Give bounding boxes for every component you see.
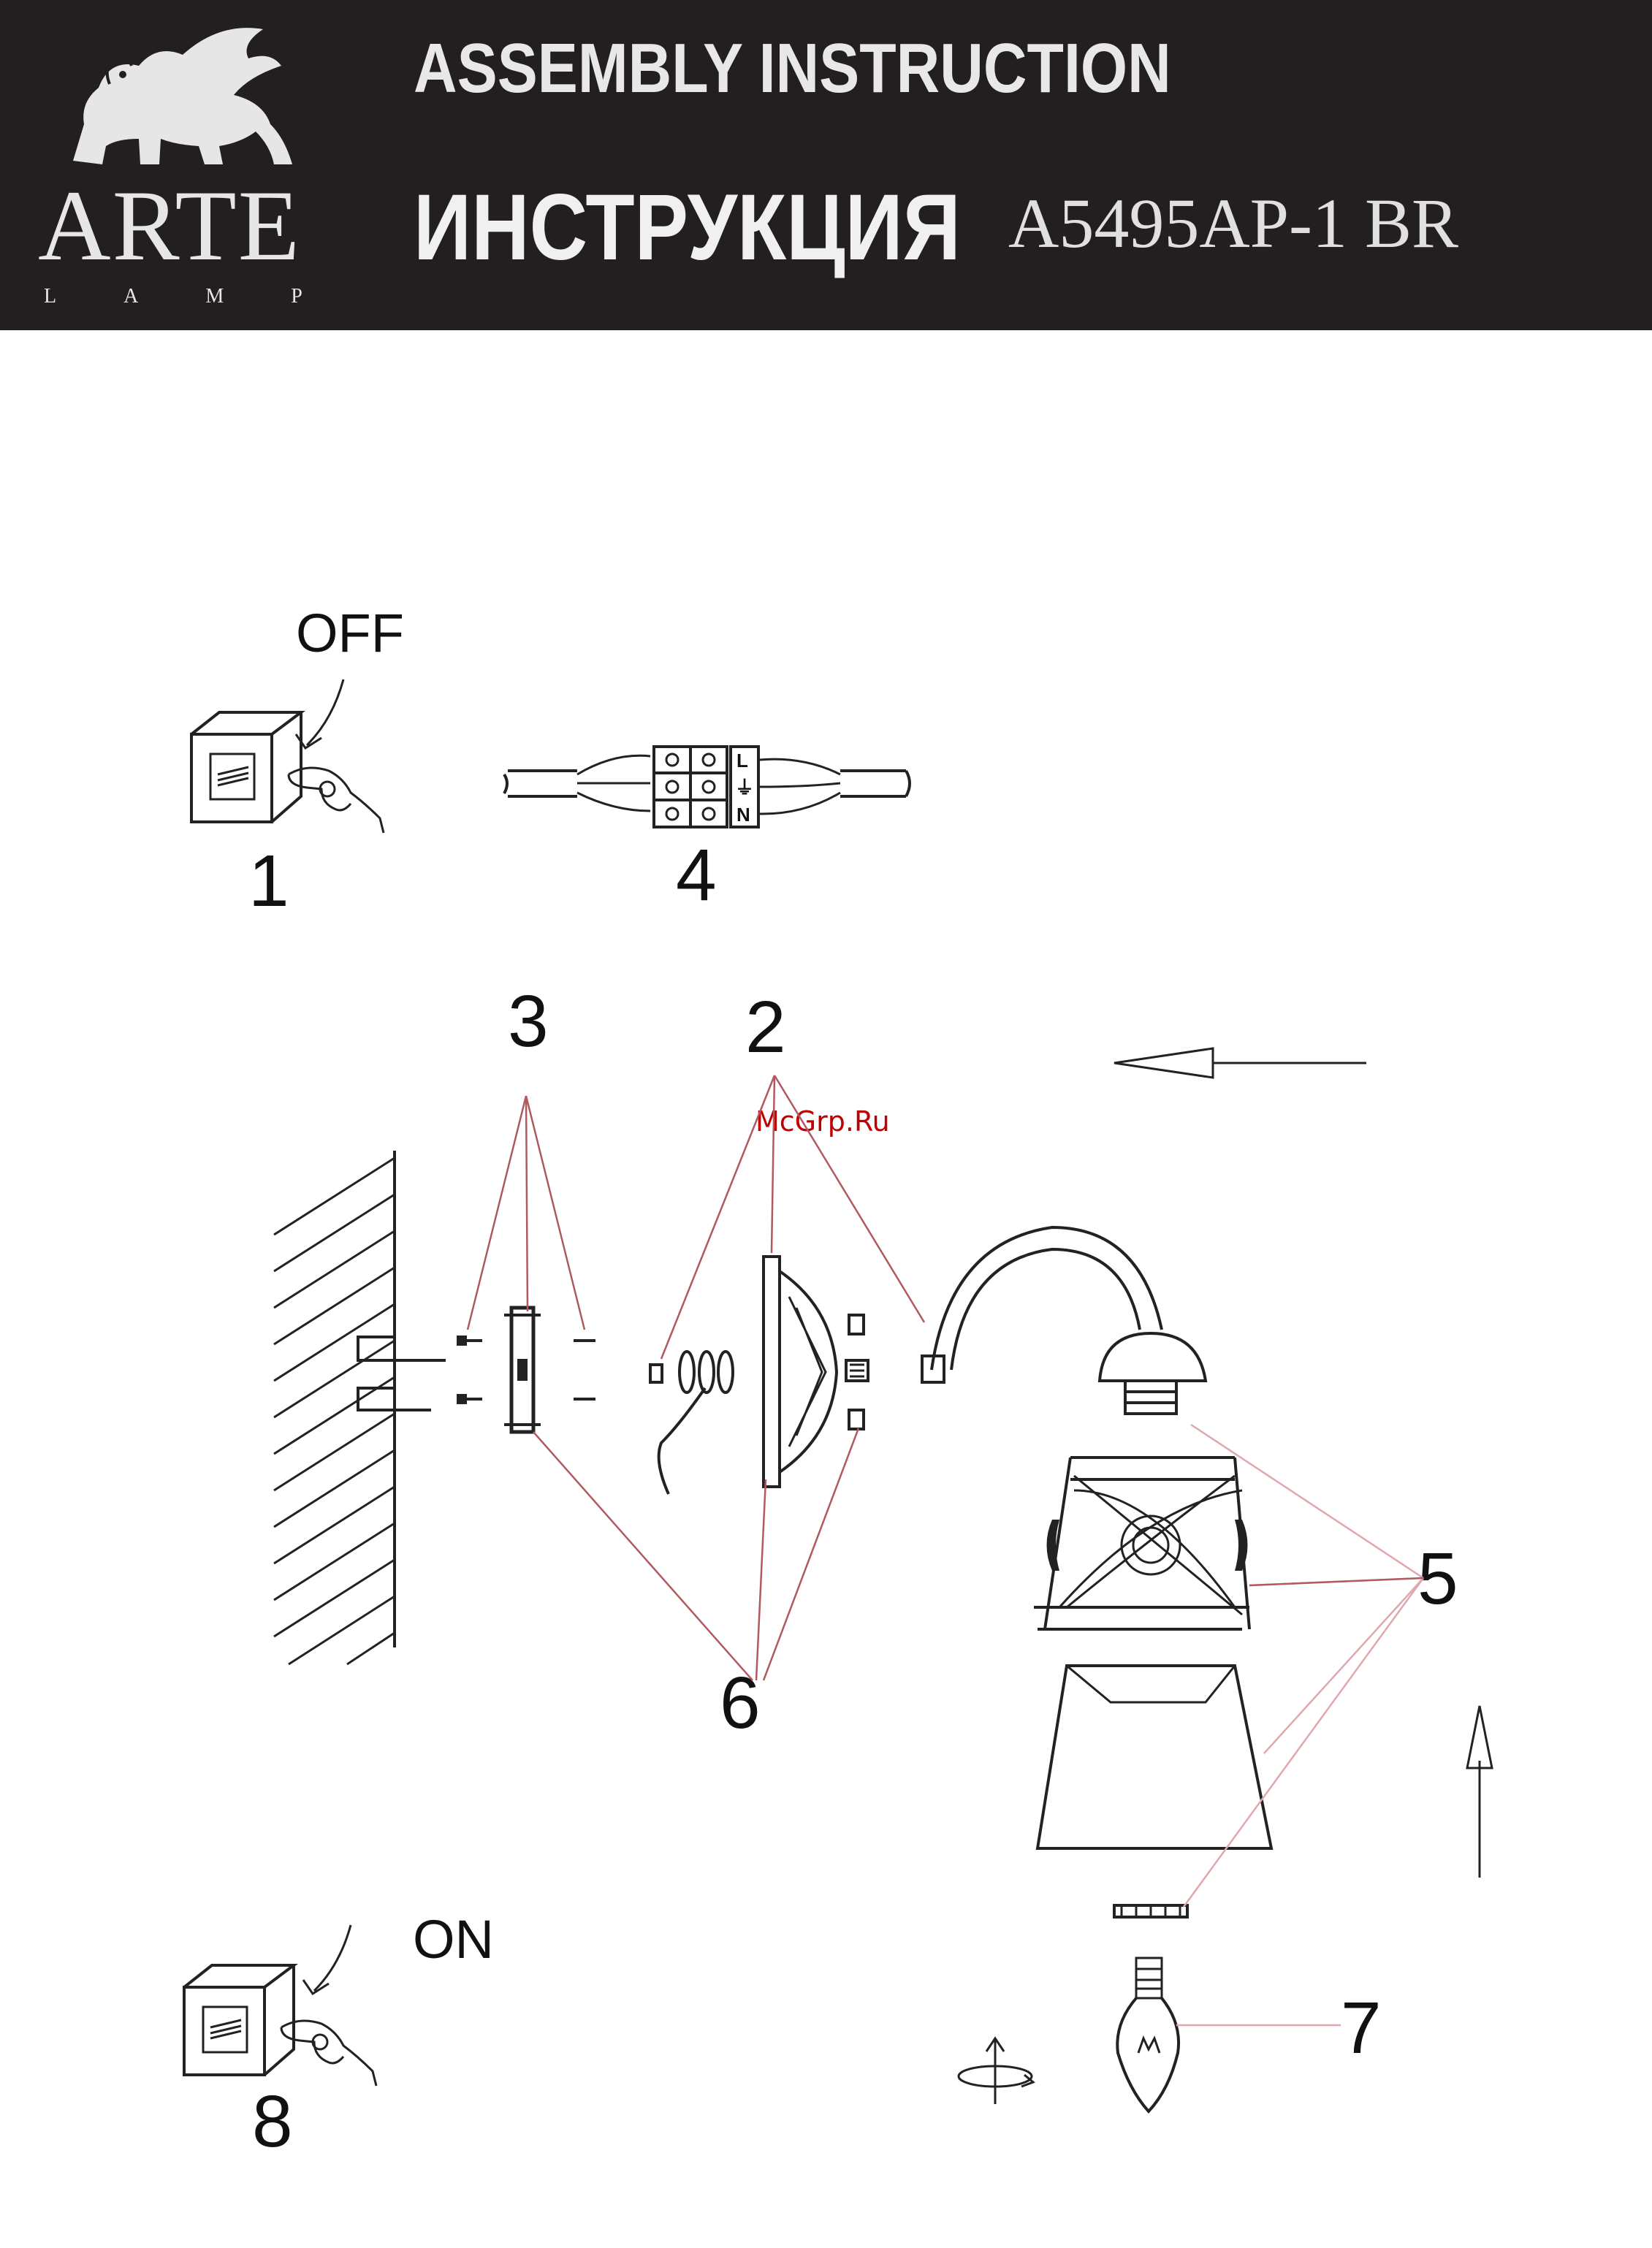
mounting-bracket bbox=[457, 1308, 595, 1432]
brand-wordmark: ARTE bbox=[38, 175, 301, 276]
decorative-frame bbox=[1034, 1458, 1249, 1629]
curved-arrow-icon bbox=[296, 679, 343, 748]
step-3-number: 3 bbox=[508, 980, 549, 1062]
winged-lion-logo bbox=[29, 15, 314, 175]
hand-icon bbox=[281, 2021, 376, 2086]
shade-ring bbox=[1114, 1905, 1187, 1917]
fixing-knobs bbox=[846, 1315, 868, 1429]
brand-subtitle: LAMP bbox=[44, 286, 370, 307]
arrow-left-icon bbox=[1114, 1048, 1366, 1078]
terminal-label-ground: ⏚ bbox=[735, 777, 754, 799]
title-english: ASSEMBLY INSTRUCTION bbox=[414, 34, 1171, 104]
assembly-diagram: OFF 1 L ⏚ N 4 3 2 McGrp.Ru bbox=[0, 330, 1652, 2248]
terminal-label-n: N bbox=[736, 804, 750, 826]
step-1-number: 1 bbox=[248, 840, 289, 922]
step-8-number: 8 bbox=[252, 2081, 293, 2163]
hand-icon bbox=[289, 768, 384, 833]
leader-lines bbox=[468, 1075, 1423, 2025]
header-bar: ARTE LAMP ASSEMBLY INSTRUCTION ИНСТРУКЦИ… bbox=[0, 0, 1652, 330]
watermark-text: McGrp.Ru bbox=[755, 1105, 890, 1138]
title-russian: ИНСТРУКЦИЯ bbox=[414, 181, 961, 275]
lamp-arm bbox=[932, 1227, 1162, 1370]
arrow-up-icon bbox=[1467, 1706, 1492, 1878]
on-label: ON bbox=[413, 1909, 494, 1970]
wall-hatching bbox=[274, 1151, 446, 1664]
curved-arrow-icon bbox=[303, 1925, 351, 1994]
candle-bulb-icon bbox=[1117, 1958, 1179, 2111]
lamp-holder-cup bbox=[1100, 1333, 1206, 1414]
step-2-number: 2 bbox=[745, 986, 786, 1068]
switch-off-figure: OFF 1 bbox=[191, 603, 404, 922]
step-6-number: 6 bbox=[720, 1662, 761, 1744]
switch-on-figure: ON 8 bbox=[184, 1909, 494, 2163]
model-number: A5495AP-1 BR bbox=[1008, 188, 1458, 259]
off-label: OFF bbox=[296, 603, 404, 663]
rotate-icon bbox=[959, 2038, 1033, 2104]
wire-connector-figure: L ⏚ N 4 bbox=[504, 747, 910, 916]
lampshade bbox=[1038, 1666, 1271, 1848]
canopy-plate bbox=[764, 1257, 837, 1487]
washers-and-wire bbox=[650, 1352, 733, 1494]
terminal-label-l: L bbox=[736, 750, 748, 771]
step-4-number: 4 bbox=[676, 834, 717, 916]
step-7-number: 7 bbox=[1341, 1987, 1382, 2069]
